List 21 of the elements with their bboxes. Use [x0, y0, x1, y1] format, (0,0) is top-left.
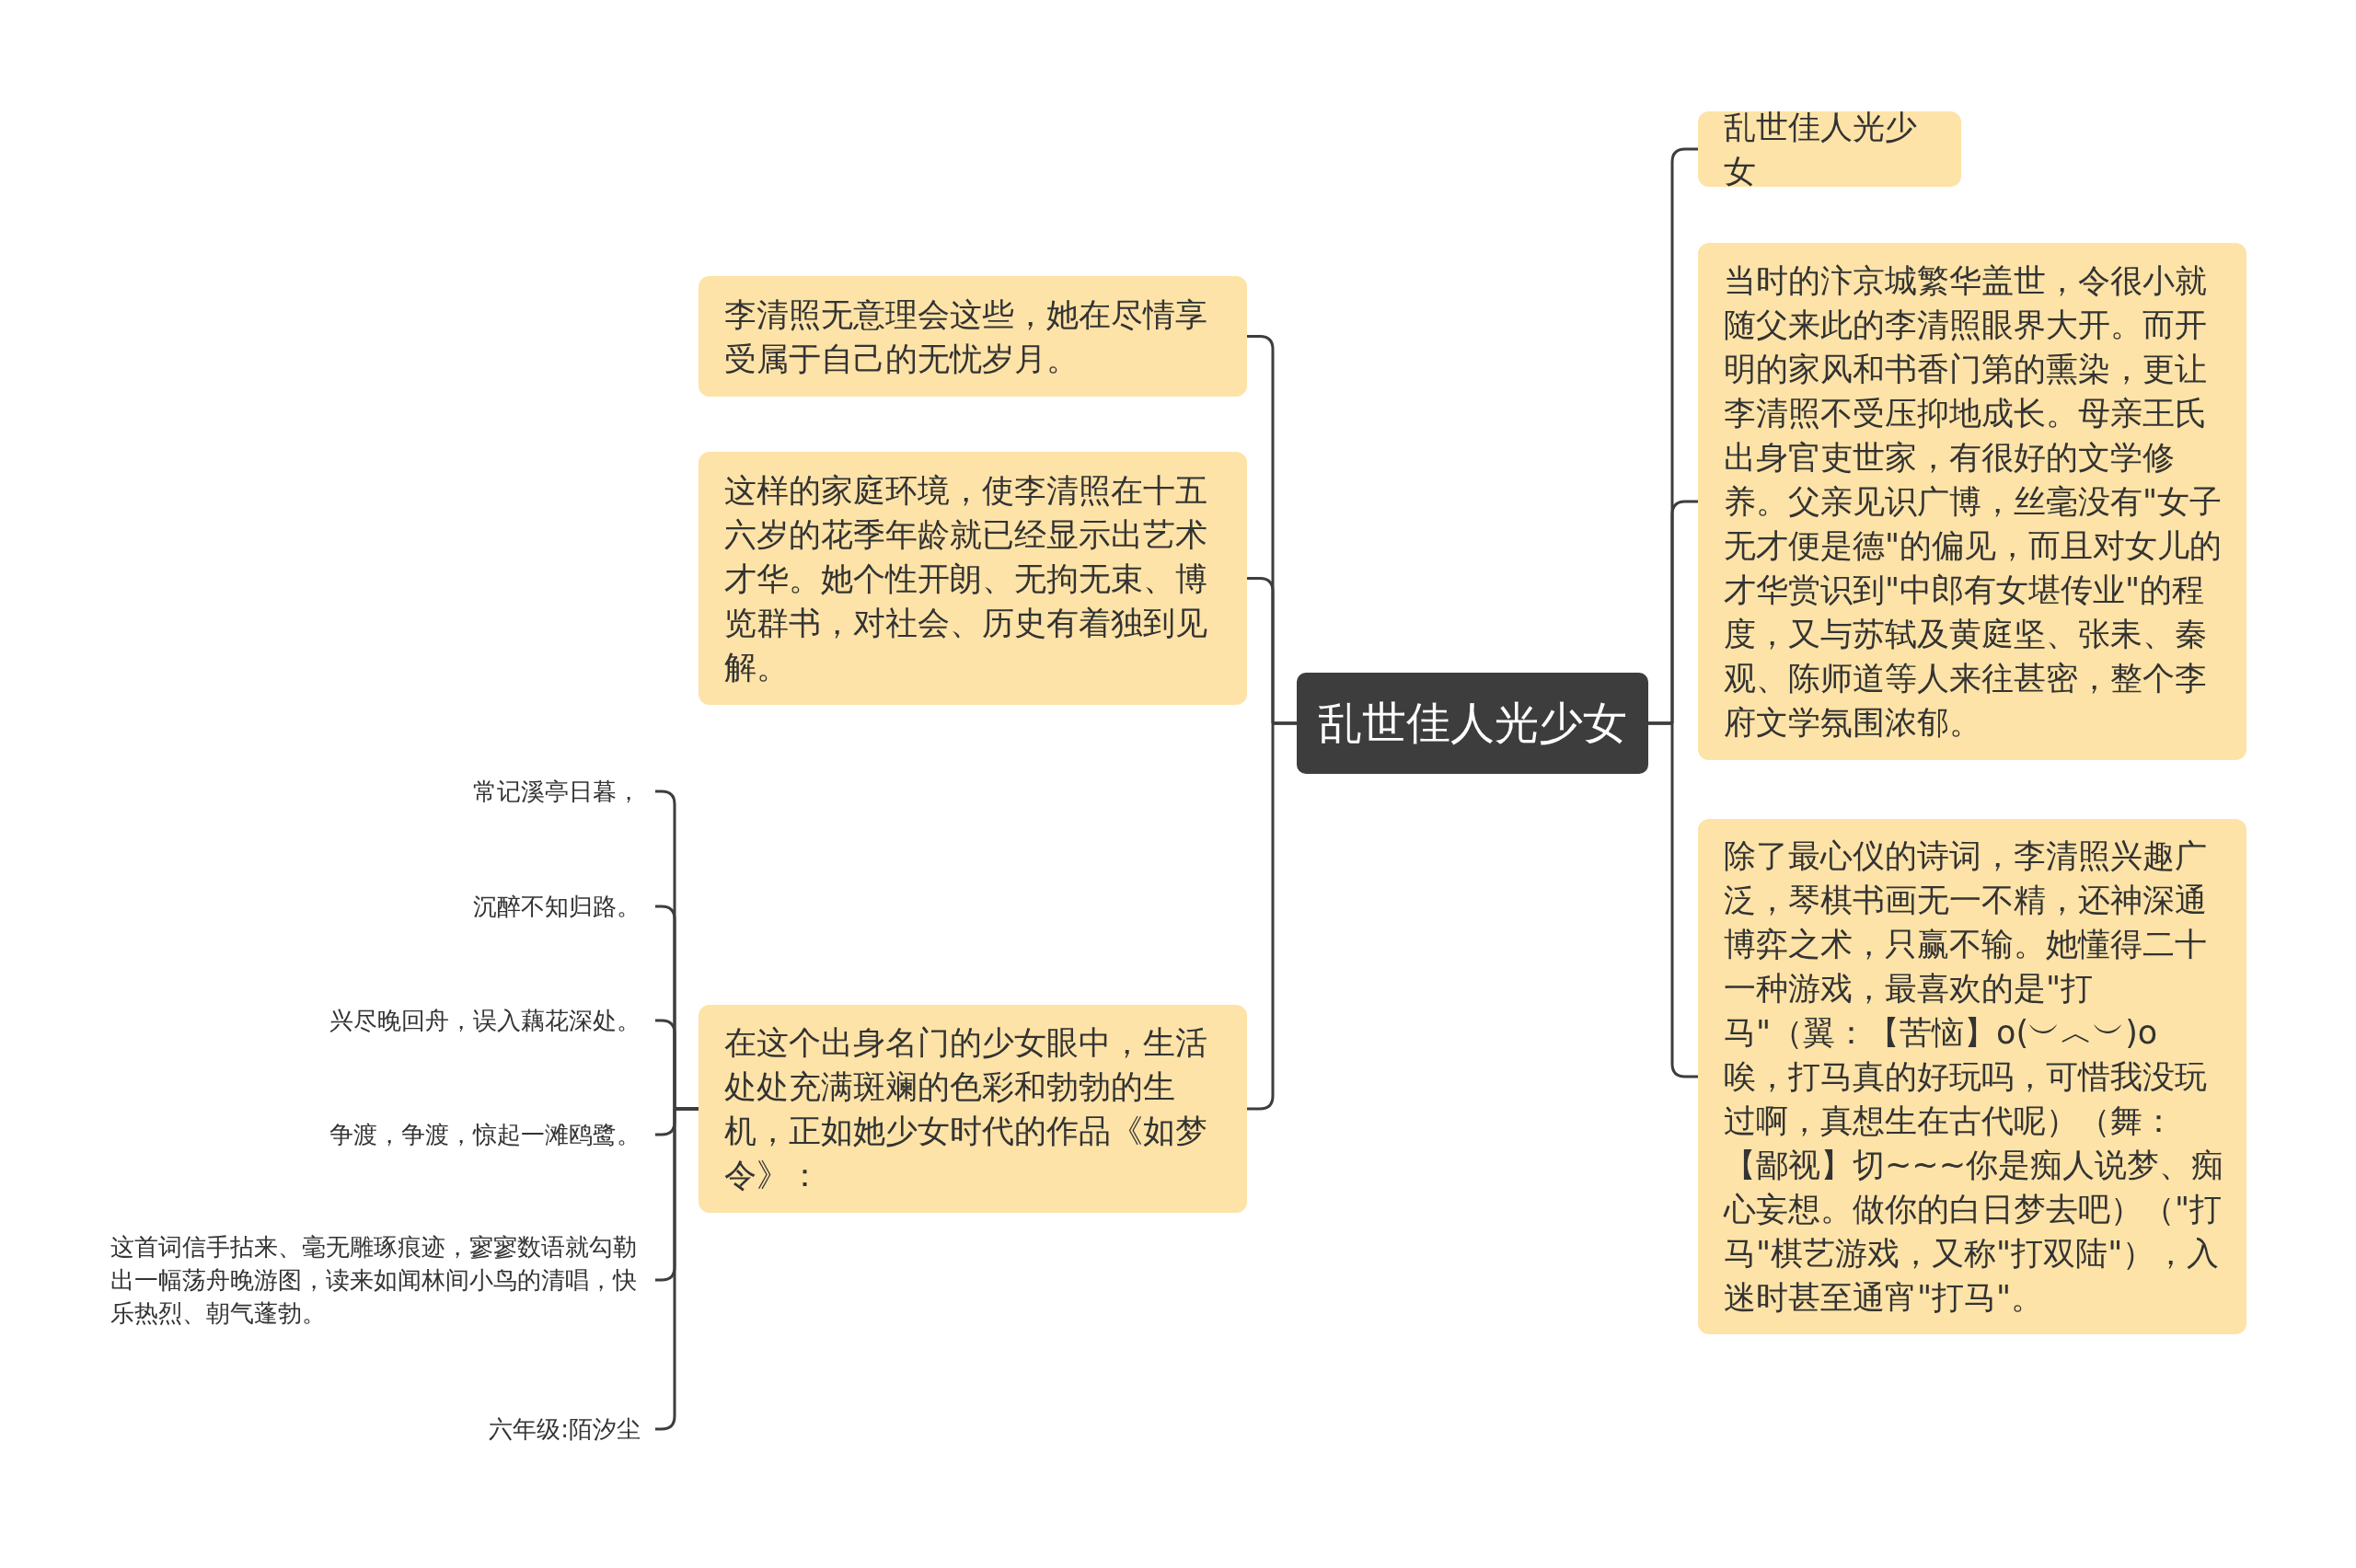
topic-card: [699, 1005, 1247, 1213]
topic-text: 李清照无意理会这些，她在尽情享受属于自己的无忧岁月。: [724, 294, 1208, 379]
connector-line: [1646, 721, 1700, 1078]
topic-text: 在这个出身名门的少女眼中，生活处处充满斑斓的色彩和勃勃的生机，正如她少女时代的作品《如梦令》：: [724, 1023, 1208, 1195]
topic-text: 争渡，争渡，惊起一滩鸥鹭。: [329, 1120, 641, 1150]
topic-text: 这样的家庭环境，使李清照在十五六岁的花季年龄就已经显示出艺术才华。她个性开朗、无拘无束、博览群书，对社会、历史有着独到见解。: [724, 470, 1208, 687]
topic-text: 沉醉不知归路。: [473, 892, 641, 922]
topic-card: [1698, 243, 2246, 760]
topic-text: 常记溪亭日暮，: [473, 777, 641, 807]
topic-card: [699, 452, 1247, 705]
connector-line: [1245, 721, 1299, 1111]
topic-text: 六年级:陌汐尘: [489, 1414, 641, 1445]
central-topic-box: [1297, 673, 1648, 774]
topic-title: 乱世佳人光少女: [1318, 696, 1627, 750]
topic-text: 乱世佳人光少女: [1724, 108, 1918, 191]
topic-text: 当时的汴京城繁华盖世，令很小就随父来此的李清照眼界大开。而开明的家风和书香门第的熏染，更让李清照不受压抑地成长。母亲王氏出身官吏世家，有很好的文学修养。父亲见识广博，丝毫没有"女子无才便是德"的偏见，而且对女儿的才华赏识到"中郎有女堪传业"的程度，又与苏轼及黄庭坚、张耒、秦观、陈师道等人来往甚密，整个李府文学氛围浓郁。: [1724, 261, 2223, 743]
topic-text: 这首词信手拈来、毫无雕琢痕迹，寥寥数语就勾勒出一幅荡舟晚游图，读来如闻林间小鸟的清唱，快乐热烈、朝气蓬勃。: [110, 1232, 638, 1329]
topic-text: 兴尽晚回舟，误入藕花深处。: [329, 1006, 641, 1036]
topic-card: [699, 276, 1247, 397]
topic-text: 除了最心仪的诗词，李清照兴趣广泛，琴棋书画无一不精，还神深通博弈之术，只赢不输。她懂得二十一种游戏，最喜欢的是"打马"（翼：【苦恼】o(︶︿︶)o 唉，打马真的好玩吗，可惜我没玩过啊，真想生在古代呢）（舞：【鄙视】切~~~你是痴人说梦、痴心妄想。做你的白日梦去吧）（"打马"棋艺游戏，又称"打双陆"），入迷时甚至通宵"打马"。: [1724, 836, 2224, 1318]
topic-card: [1698, 111, 1961, 187]
